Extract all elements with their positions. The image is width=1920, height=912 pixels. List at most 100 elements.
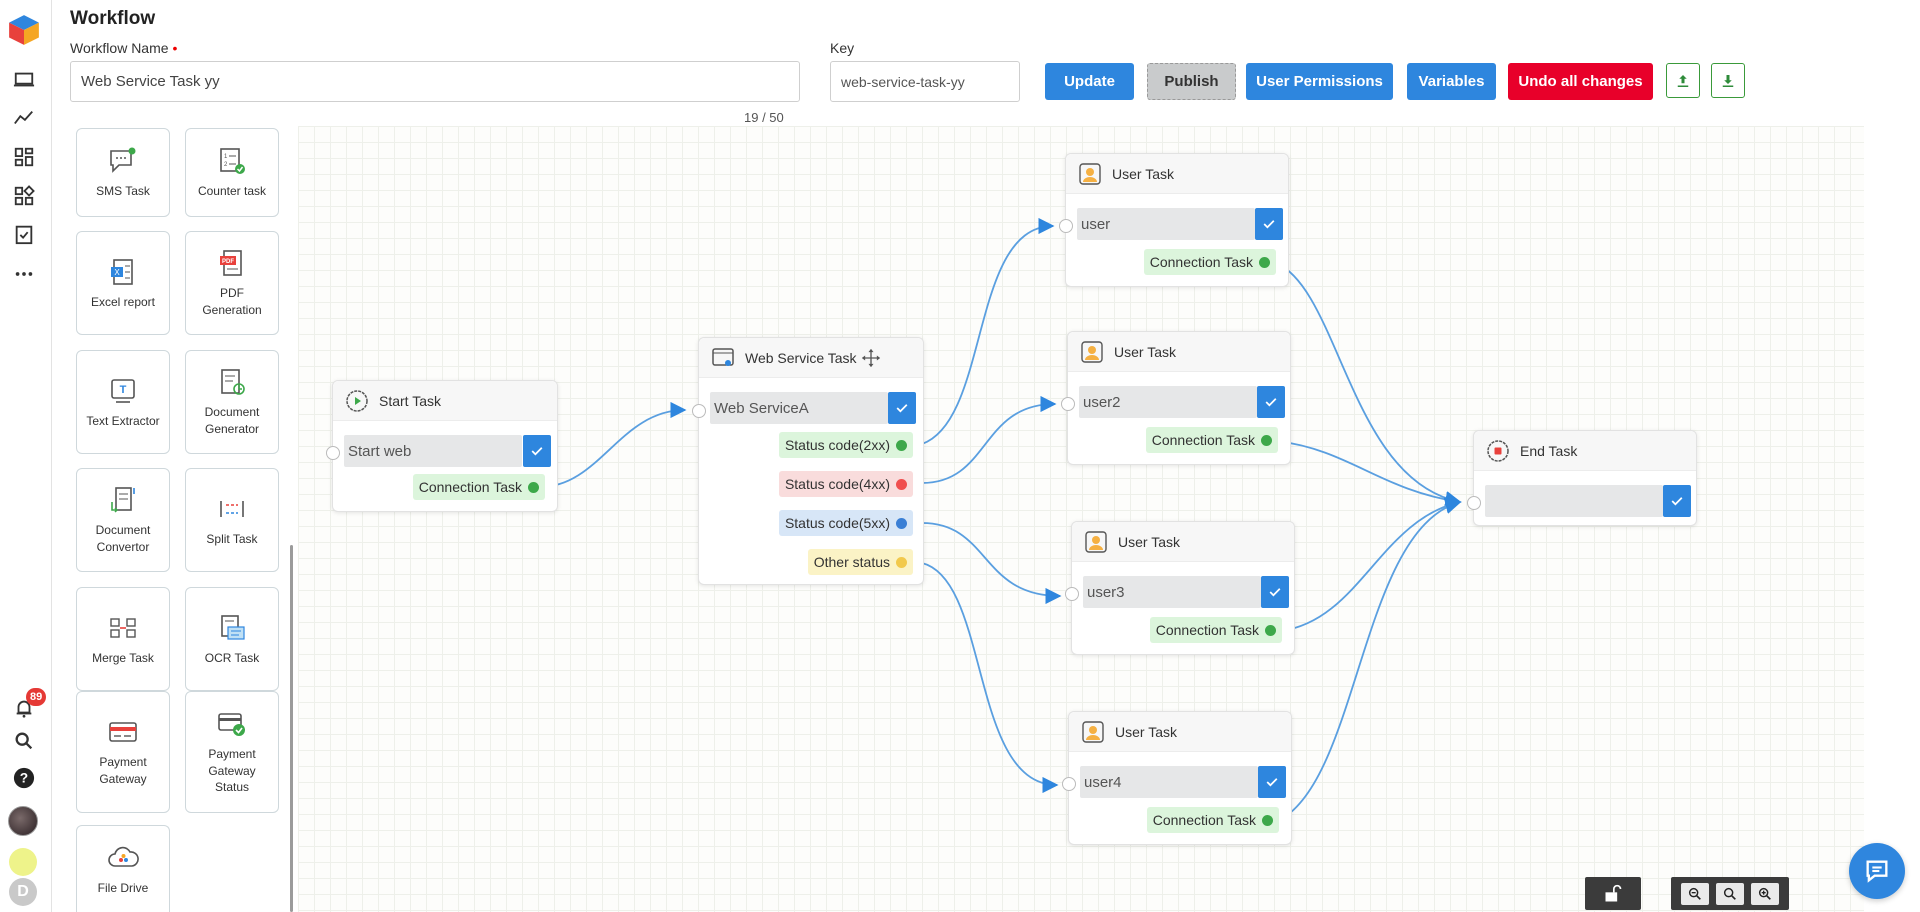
web-service-task-node[interactable]: Web Service Task Web ServiceA Status cod… (692, 337, 924, 585)
confirm-check-button[interactable] (888, 392, 916, 424)
confirm-check-button[interactable] (1257, 386, 1285, 418)
palette-item-label: PDF Generation (202, 286, 262, 317)
input-port[interactable] (1062, 777, 1076, 791)
palette-item-pdf-generation[interactable]: PDF PDF Generation (185, 231, 279, 335)
clipboard-check-icon[interactable] (10, 220, 38, 248)
palette-item-sms-task[interactable]: SMS Task (76, 128, 170, 217)
analytics-icon[interactable] (10, 104, 38, 132)
confirm-check-button[interactable] (523, 435, 551, 467)
check-icon (1671, 497, 1683, 506)
output-port[interactable] (896, 517, 907, 529)
user-status-icon[interactable] (9, 848, 37, 876)
upload-icon (1677, 74, 1689, 87)
palette-item-excel-report[interactable]: X Excel report (76, 231, 170, 335)
output-port[interactable] (1261, 434, 1272, 446)
upload-button[interactable] (1666, 63, 1700, 98)
node-header: User Task (1069, 712, 1291, 752)
zoom-in-button[interactable] (1751, 882, 1780, 905)
user-task-field[interactable]: user2 (1079, 386, 1257, 418)
output-port[interactable] (896, 439, 907, 451)
palette-item-label: Payment Gateway Status (208, 746, 256, 795)
user-task-node-2[interactable]: User Task user2 Connection Task (1061, 331, 1291, 465)
output-other-status[interactable]: Other status (807, 549, 913, 575)
confirm-check-button[interactable] (1258, 766, 1286, 798)
palette-item-ocr-task[interactable]: OCR Task (185, 587, 279, 691)
download-button[interactable] (1711, 63, 1745, 98)
node-title: End Task (1520, 442, 1578, 459)
dashboard-icon[interactable] (10, 143, 38, 171)
user-task-node-4[interactable]: User Task user4 Connection Task (1062, 711, 1292, 845)
undo-all-changes-button[interactable]: Undo all changes (1508, 63, 1653, 100)
output-connection-task[interactable]: Connection Task (412, 474, 545, 500)
zoom-reset-icon (1723, 887, 1736, 900)
start-task-field[interactable]: Start web (344, 435, 522, 467)
publish-button[interactable]: Publish (1147, 63, 1236, 100)
user-task-field[interactable]: user4 (1080, 766, 1258, 798)
start-task-node[interactable]: Start Task Start web Connection Task (326, 380, 558, 512)
user-initial-avatar[interactable]: D (9, 878, 37, 906)
user-task-node-3[interactable]: User Task user3 Connection Task (1065, 521, 1295, 655)
user-icon (1079, 162, 1101, 185)
end-task-node[interactable]: End Task (1467, 430, 1697, 526)
palette-item-merge-task[interactable]: Merge Task (76, 587, 170, 691)
svg-text:2: 2 (224, 162, 228, 168)
output-connection-task[interactable]: Connection Task (1143, 249, 1276, 275)
variables-button[interactable]: Variables (1407, 63, 1496, 100)
input-port[interactable] (1467, 496, 1481, 510)
output-port[interactable] (1262, 814, 1273, 826)
palette-item-text-extractor[interactable]: T Text Extractor (76, 350, 170, 454)
palette-item-file-drive[interactable]: File Drive (76, 825, 170, 912)
zoom-out-button[interactable] (1680, 882, 1709, 905)
input-port[interactable] (1059, 219, 1073, 233)
web-service-field[interactable]: Web ServiceA (710, 392, 888, 424)
update-button[interactable]: Update (1045, 63, 1134, 100)
palette-item-payment-gateway[interactable]: Payment Gateway (76, 691, 170, 813)
user-task-field[interactable]: user (1077, 208, 1255, 240)
user-task-node-1[interactable]: User Task user Connection Task (1059, 153, 1289, 287)
apps-icon[interactable] (10, 182, 38, 210)
zoom-reset-button[interactable] (1715, 882, 1744, 905)
output-port[interactable] (896, 478, 907, 490)
workflow-name-input[interactable] (70, 61, 800, 102)
output-port[interactable] (896, 556, 907, 568)
more-icon[interactable] (10, 260, 38, 288)
output-port[interactable] (1265, 624, 1276, 636)
search-icon[interactable] (10, 727, 38, 755)
key-input[interactable] (830, 61, 1020, 102)
monitor-icon[interactable] (10, 66, 38, 94)
svg-text:1: 1 (224, 154, 228, 160)
chat-button[interactable] (1849, 843, 1905, 899)
lock-toggle-button[interactable] (1585, 877, 1641, 910)
output-status-4xx[interactable]: Status code(4xx) (778, 471, 913, 497)
output-connection-task[interactable]: Connection Task (1145, 427, 1278, 453)
palette-scrollbar[interactable] (290, 545, 293, 912)
move-icon[interactable] (861, 348, 881, 368)
confirm-check-button[interactable] (1255, 208, 1283, 240)
output-status-5xx[interactable]: Status code(5xx) (778, 510, 913, 536)
avatar[interactable] (8, 806, 38, 836)
user-task-field[interactable]: user3 (1083, 576, 1261, 608)
palette-item-split-task[interactable]: Split Task (185, 468, 279, 572)
confirm-check-button[interactable] (1261, 576, 1289, 608)
output-status-2xx[interactable]: Status code(2xx) (778, 432, 913, 458)
palette-item-payment-gateway-status[interactable]: Payment Gateway Status (185, 691, 279, 813)
input-port[interactable] (1065, 587, 1079, 601)
palette-item-document-convertor[interactable]: Document Convertor (76, 468, 170, 572)
output-connection-task[interactable]: Connection Task (1149, 617, 1282, 643)
confirm-check-button[interactable] (1663, 485, 1691, 517)
output-connection-task[interactable]: Connection Task (1146, 807, 1279, 833)
user-permissions-button[interactable]: User Permissions (1246, 63, 1393, 100)
bell-icon[interactable] (10, 694, 38, 722)
app-logo[interactable] (6, 12, 42, 48)
input-port[interactable] (1061, 397, 1075, 411)
input-port[interactable] (326, 446, 340, 460)
end-task-field[interactable] (1485, 485, 1663, 517)
palette-item-document-generator[interactable]: Document Generator (185, 350, 279, 454)
output-label: Connection Task (1149, 254, 1253, 270)
text-extractor-icon: T (111, 378, 135, 403)
output-port[interactable] (528, 481, 539, 493)
output-port[interactable] (1259, 256, 1270, 268)
help-icon[interactable]: ? (10, 764, 38, 792)
input-port[interactable] (692, 404, 706, 418)
